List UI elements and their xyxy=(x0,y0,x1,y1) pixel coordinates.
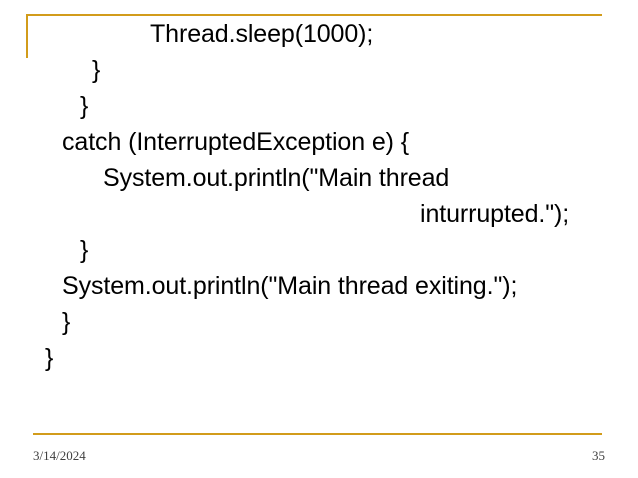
code-line: inturrupted."); xyxy=(420,200,570,228)
code-line: System.out.println("Main thread xyxy=(103,164,450,192)
accent-bracket-horizontal xyxy=(26,14,602,16)
code-line: } xyxy=(80,236,89,264)
footer-divider xyxy=(33,433,602,435)
slide-footer: 3/14/2024 35 xyxy=(0,448,638,470)
code-line: Thread.sleep(1000); xyxy=(150,20,374,48)
code-line: catch (InterruptedException e) { xyxy=(62,128,409,156)
code-block: Thread.sleep(1000);}} catch (InterruptedE… xyxy=(0,16,638,376)
accent-bracket-vertical xyxy=(26,14,28,58)
code-line: } xyxy=(92,56,101,84)
footer-date: 3/14/2024 xyxy=(33,448,86,463)
footer-page-number: 35 xyxy=(592,448,605,463)
code-line: } xyxy=(45,344,54,372)
code-line: System.out.println("Main thread exiting.… xyxy=(62,272,518,300)
code-line: } xyxy=(80,92,89,120)
code-line: } xyxy=(62,308,71,336)
